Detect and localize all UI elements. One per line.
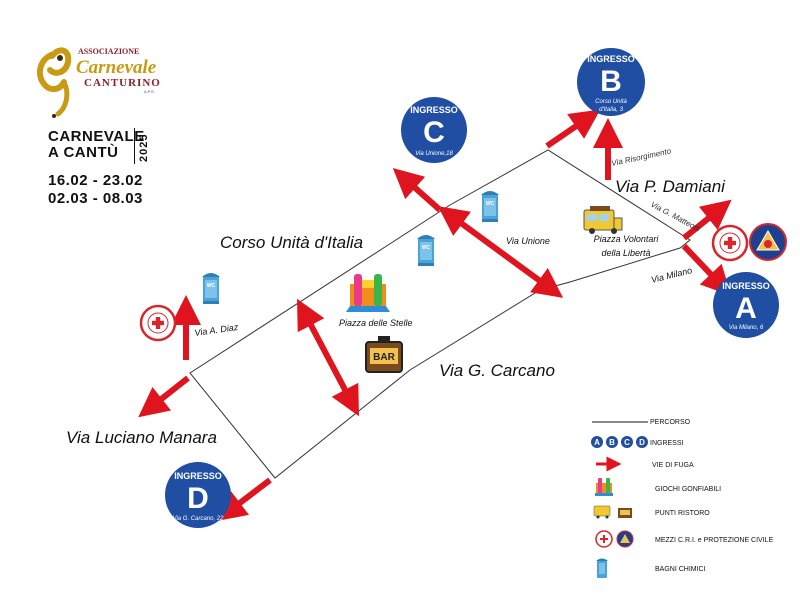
entrance-a-letter: A	[735, 292, 757, 325]
entrance-d-title: INGRESSO	[174, 471, 222, 481]
food-truck-icon	[583, 206, 623, 234]
entrance-c-letter: C	[423, 116, 445, 149]
entrance-c-address: Via Unione,18	[415, 151, 453, 157]
legend-toilet-icon	[596, 558, 608, 578]
legend-bar-icon	[618, 508, 632, 518]
legend-entrance-badges: A B C D	[591, 436, 648, 448]
escape-arrow-cross-right	[437, 206, 564, 298]
legend-inflatable-icon	[595, 478, 613, 496]
street-via-risorgimento: Via Risorgimento	[611, 146, 673, 168]
logo-line-2: Carnevale	[76, 57, 157, 78]
street-via-matteotti: Via G. Matteotti	[649, 200, 702, 234]
legend-food-truck-icon	[593, 505, 611, 519]
escape-routes	[138, 109, 732, 522]
logo-suffix: A.P.S.	[144, 89, 155, 94]
street-via-diaz: Via A. Diaz	[194, 322, 239, 338]
legend-badge-a: A	[594, 438, 600, 447]
bar-sign-label: BAR	[373, 352, 395, 363]
legend-cri-icon	[595, 530, 613, 548]
entrance-c: INGRESSO C Via Unione,18	[401, 97, 467, 163]
legend-giochi: GIOCHI GONFIABILI	[655, 486, 721, 493]
event-dates-2: 02.03 - 08.03	[48, 190, 143, 207]
entrance-b-title: INGRESSO	[587, 54, 635, 64]
toilet-icon-diaz	[202, 273, 220, 304]
escape-arrow-b-left	[545, 109, 601, 149]
escape-arrow-d	[216, 477, 272, 522]
entrance-b-address-2: d'Italia, 3	[599, 107, 623, 113]
legend-percorso: PERCORSO	[650, 419, 691, 426]
cri-icon-diaz	[139, 304, 177, 342]
street-via-manara: Via Luciano Manara	[66, 428, 217, 447]
entrance-a-title: INGRESSO	[722, 281, 770, 291]
civil-protection-icon	[749, 223, 787, 261]
place-piazza-stelle: Piazza delle Stelle	[339, 318, 413, 328]
legend-badge-b: B	[609, 438, 615, 447]
cri-icon-damiani	[711, 224, 749, 262]
legend-mezzi: MEZZI C.R.I. e PROTEZIONE CIVILE	[655, 537, 774, 544]
legend-ristoro: PUNTI RISTORO	[655, 510, 710, 517]
escape-arrow-damiani	[682, 199, 732, 241]
place-volontari-line-1: Piazza Volontari	[594, 234, 660, 244]
legend-badge-d: D	[639, 438, 645, 447]
entrance-d-letter: D	[187, 482, 209, 515]
entrance-b: INGRESSO B Corso Unità d'Italia, 3	[577, 48, 645, 116]
legend-ingressi: INGRESSI	[650, 440, 684, 447]
escape-arrow-manara	[138, 375, 190, 418]
toilet-icon-unione	[481, 191, 499, 222]
event-dates: 16.02 - 23.02 02.03 - 08.03	[48, 172, 143, 208]
entrance-a: INGRESSO A Via Milano, 6	[713, 272, 779, 338]
legend-badge-c: C	[624, 438, 630, 447]
escape-arrow-c	[392, 168, 442, 213]
route-outline	[189, 149, 691, 479]
event-title-line-2: A CANTÙ	[48, 144, 119, 161]
entrance-c-title: INGRESSO	[410, 105, 458, 115]
logo-line-1: ASSOCIAZIONE	[78, 47, 139, 56]
legend-civil-protection-icon	[616, 530, 634, 548]
event-dates-1: 16.02 - 23.02	[48, 172, 143, 189]
event-title-line-1: CARNEVALE	[48, 128, 145, 145]
bar-sign-icon: BAR	[365, 336, 403, 373]
escape-arrow-a	[681, 243, 732, 296]
entrance-d: INGRESSO D Via G. Carcano, 22	[165, 462, 231, 528]
street-corso-unita-italia: Corso Unità d'Italia	[220, 233, 363, 252]
logo-line-3: CANTURINO	[84, 77, 161, 89]
street-via-carcano: Via G. Carcano	[439, 361, 555, 380]
carnevale-canturino-logo: ASSOCIAZIONE Carnevale CANTURINO A.P.S.	[36, 47, 161, 118]
event-title: CARNEVALE A CANTÙ	[48, 129, 145, 161]
entrance-a-address: Via Milano, 6	[729, 325, 764, 331]
toilet-icon-corso	[417, 235, 435, 266]
street-via-damiani: Via P. Damiani	[615, 177, 726, 196]
entrance-b-letter: B	[600, 65, 622, 98]
place-volontari-line-2: della Libertà	[601, 248, 650, 258]
legend-bagni: BAGNI CHIMICI	[655, 566, 706, 573]
entrance-b-address-1: Corso Unità	[595, 99, 627, 105]
legend: PERCORSO A B C D INGRESSI VIE DI FUGA GI…	[591, 419, 774, 578]
escape-arrow-cross-left	[297, 298, 359, 417]
entrance-d-address: Via G. Carcano, 22	[173, 516, 225, 522]
street-via-milano: Via Milano	[650, 265, 693, 285]
inflatable-games-icon	[346, 274, 390, 312]
legend-vie-di-fuga: VIE DI FUGA	[652, 462, 694, 469]
street-via-unione: Via Unione	[506, 236, 550, 246]
event-year-block: 2025	[134, 128, 151, 164]
